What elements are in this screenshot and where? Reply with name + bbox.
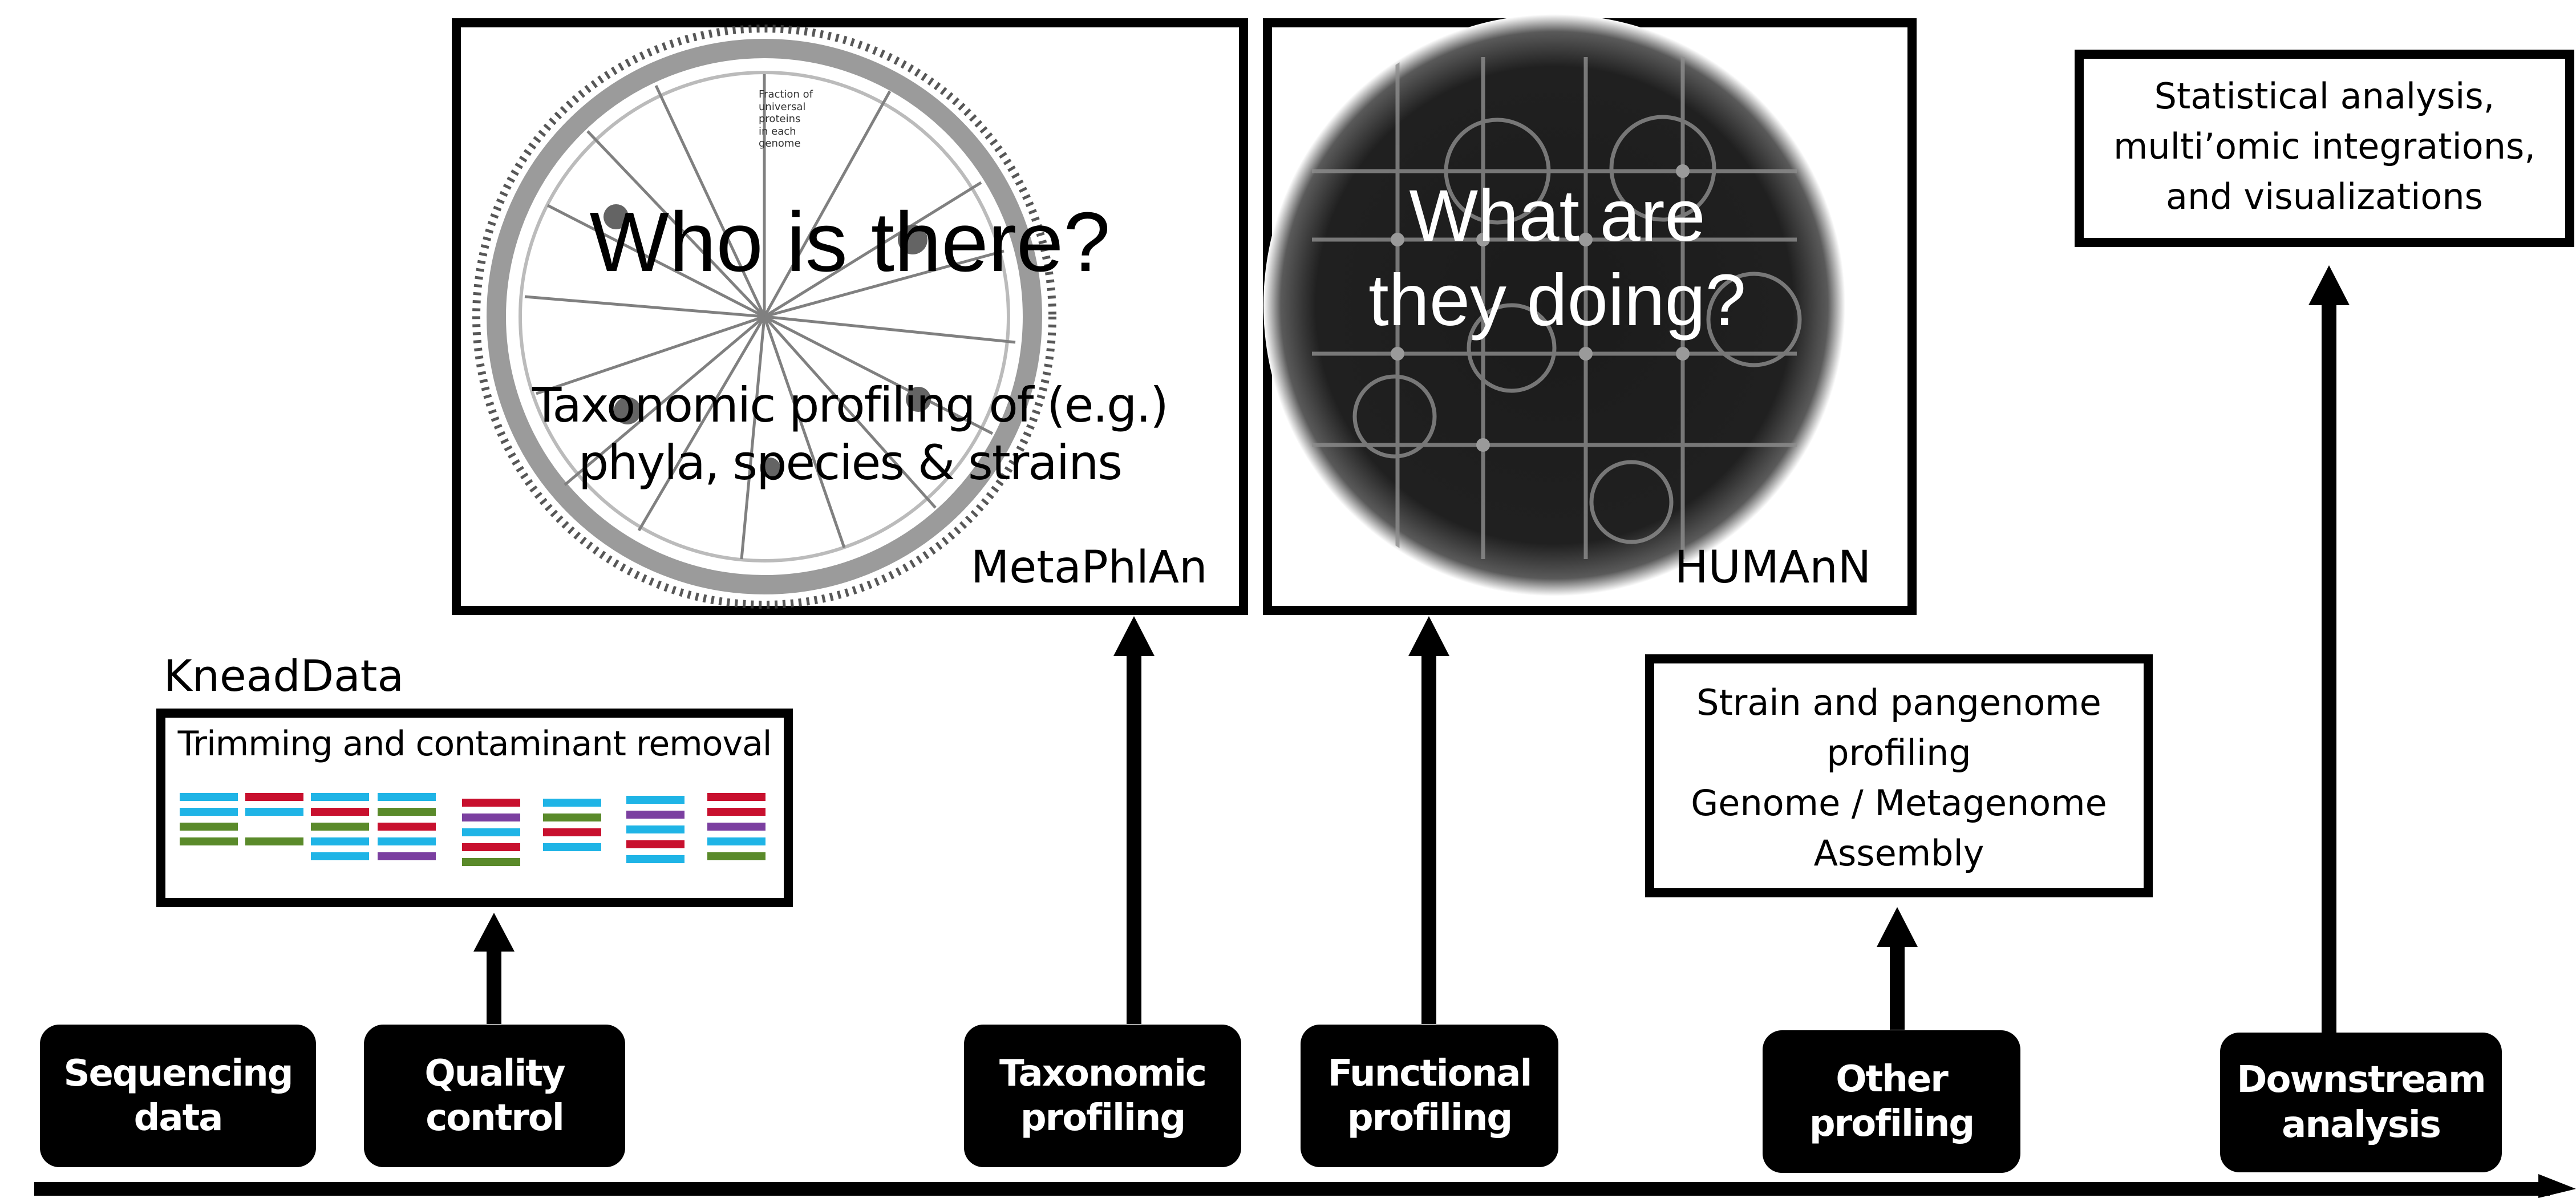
humann-tool-name: HUMAnN [1675,542,1872,593]
stage-taxonomic-profiling: Taxonomic profiling [964,1025,1241,1167]
sequence-read [543,813,601,821]
sequence-read [462,828,520,836]
metaphlan-question: Who is there? [589,195,1111,289]
kneaddata-tool-name: KneadData [164,650,404,701]
kneaddata-description: Trimming and contaminant removal [177,724,772,764]
sequence-read [626,811,684,819]
sequence-read [707,837,765,845]
arrow-taxonomic-to-metaphlan [1113,616,1155,1024]
sequence-read [626,825,684,833]
sequence-read [311,852,369,860]
sequence-read [378,808,436,816]
sequence-read [180,793,238,801]
sequence-read [378,793,436,801]
sequence-read [707,808,765,816]
sequence-read [626,796,684,804]
sequence-read [543,799,601,807]
sequence-read [626,840,684,848]
sequence-read [311,808,369,816]
metabolic-map-graphic [1263,14,1845,596]
metaphlan-description: Taxonomic profiling of (e.g.) phyla, spe… [532,377,1169,491]
statistical-analysis-box [2075,50,2574,247]
statistical-analysis-text: Statistical analysis, multi’omic integra… [2113,75,2536,218]
sequence-read [543,843,601,851]
sequence-read [311,837,369,845]
stage-other-profiling: Other profiling [1763,1030,2020,1173]
sequence-reads-graphic [180,793,765,866]
sequence-read [462,843,520,851]
sequence-read [245,837,303,845]
stage-quality-control: Quality control [364,1025,625,1167]
sequence-read [462,813,520,821]
arrow-other-to-strain-box [1877,907,1918,1030]
humann-question: What are they doing? [1368,175,1746,342]
stage-downstream-analysis: Downstream analysis [2220,1033,2502,1172]
sequence-read [707,823,765,831]
stage-functional-profiling: Functional profiling [1301,1025,1558,1167]
sequence-read [462,858,520,866]
sequence-read [245,793,303,801]
sequence-read [707,793,765,801]
metaphlan-box [452,18,1248,615]
sequence-read [543,828,601,836]
sequence-read [378,837,436,845]
arrow-quality-to-kneaddata [473,913,515,1024]
sequence-read [626,855,684,863]
sequence-read [180,808,238,816]
tree-caption: Fraction of universal proteins in each g… [759,88,813,150]
timeline-arrow [34,1174,2576,1198]
sequence-read [311,793,369,801]
sequence-read [180,837,238,845]
metaphlan-tool-name: MetaPhlAn [971,542,1208,593]
sequence-read [462,799,520,807]
strain-profiling-box [1645,654,2153,897]
sequence-read [707,852,765,860]
phylogenetic-tree-graphic [472,25,1056,609]
sequence-read [378,852,436,860]
sequence-read [180,823,238,831]
stage-sequencing-data: Sequencing data [40,1025,316,1167]
sequence-read [311,823,369,831]
arrow-downstream-to-stats-box [2308,265,2350,1033]
arrow-functional-to-humann [1408,616,1449,1024]
sequence-read [245,808,303,816]
strain-profiling-text: Strain and pangenome profiling Genome / … [1691,682,2107,875]
sequence-read [378,823,436,831]
